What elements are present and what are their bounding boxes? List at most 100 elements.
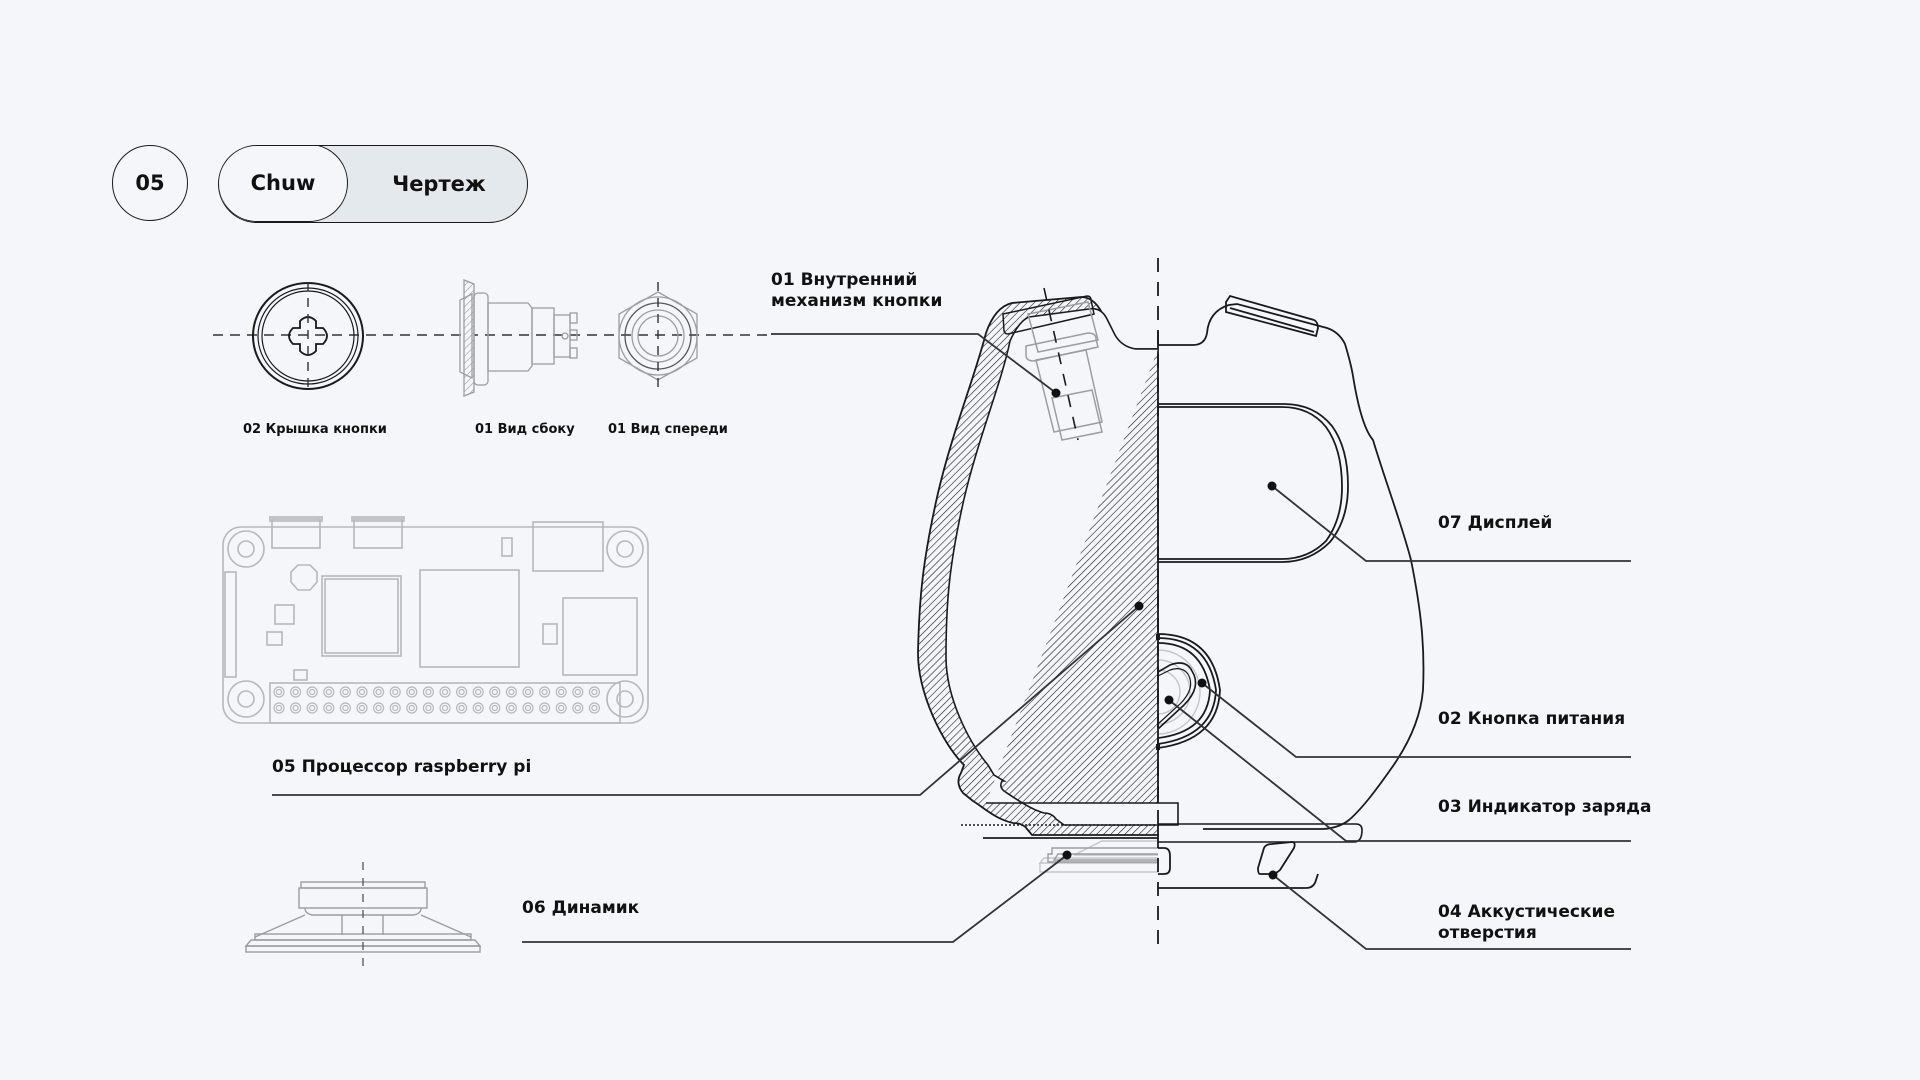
gpio-pin	[588, 686, 601, 698]
gpio-pin	[558, 704, 565, 712]
gpio-pin	[358, 704, 366, 712]
gpio-pin	[538, 686, 551, 698]
callout-acoustic-holes-line1: 04 Аккустические	[1438, 902, 1615, 922]
speaker-drawing	[244, 862, 482, 970]
gpio-pin	[392, 704, 399, 712]
step-number: 05	[135, 171, 165, 195]
gpio-pin	[389, 702, 401, 714]
gpio-pin	[358, 688, 366, 696]
gpio-pin	[425, 704, 432, 712]
raspberry-pi-board-drawing	[222, 516, 649, 724]
gpio-pin	[309, 704, 316, 712]
gpio-pin	[325, 688, 332, 696]
step-number-badge: 05	[112, 145, 188, 221]
gpio-pin	[375, 704, 382, 712]
device-section-left	[917, 287, 1201, 873]
view-toggle[interactable]: Chuw Чертеж	[218, 145, 528, 223]
leader-charge-indicator	[1168, 699, 1631, 842]
gpio-pin	[309, 688, 316, 696]
gpio-pin	[472, 686, 484, 698]
callout-processor: 05 Процессор raspberry pi	[272, 757, 532, 777]
gpio-pin	[572, 702, 584, 714]
gpio-pin	[439, 702, 451, 714]
leader-processor	[272, 605, 1140, 796]
gpio-pin	[389, 686, 401, 698]
gpio-pin	[323, 702, 335, 714]
gpio-pin	[275, 688, 283, 696]
gpio-pin	[555, 686, 567, 698]
callout-dot-power-button	[1197, 678, 1207, 688]
gpio-pin	[323, 686, 335, 698]
callout-dot-processor	[1134, 601, 1144, 611]
gpio-pin	[456, 702, 468, 714]
callout-display: 07 Дисплей	[1438, 513, 1553, 533]
gpio-pin	[541, 688, 548, 696]
gpio-pin	[273, 702, 285, 714]
gpio-pin	[290, 686, 302, 698]
gpio-pin	[591, 704, 598, 712]
gpio-pin	[524, 704, 532, 712]
gpio-pin	[441, 688, 449, 696]
callout-acoustic-holes: 04 Аккустические отверстия	[1438, 902, 1615, 944]
gpio-pin	[375, 688, 382, 696]
gpio-pin	[489, 686, 501, 698]
gpio-pin	[475, 704, 482, 712]
gpio-pin	[406, 702, 418, 714]
gpio-pin	[339, 686, 351, 698]
gpio-pin	[373, 686, 385, 698]
gpio-pin	[505, 702, 517, 714]
leader-display	[1271, 485, 1631, 562]
gpio-pin	[475, 688, 482, 696]
gpio-pin	[425, 688, 432, 696]
raspberry-pi-gpio-pins	[273, 686, 601, 714]
gpio-pin	[292, 688, 299, 696]
gpio-pin	[292, 704, 299, 712]
callout-acoustic-holes-line2: отверстия	[1438, 923, 1537, 943]
gpio-pin	[588, 702, 601, 714]
gpio-pin	[441, 704, 449, 712]
gpio-pin	[439, 686, 451, 698]
toggle-option-chuw[interactable]: Chuw	[219, 146, 348, 222]
label-front-view: 01 Вид спереди	[608, 422, 728, 437]
gpio-pin	[422, 686, 434, 698]
gpio-pin	[456, 686, 468, 698]
callout-dot-charge-indicator	[1164, 695, 1174, 705]
callout-button-mechanism: 01 Внутренний механизм кнопки	[771, 270, 942, 312]
toggle-option-drawing[interactable]: Чертеж	[349, 146, 527, 222]
gpio-pin	[489, 702, 501, 714]
gpio-pin	[508, 688, 515, 696]
gpio-pin	[524, 688, 532, 696]
callout-dot-speaker	[1062, 850, 1072, 860]
gpio-pin	[342, 704, 349, 712]
button-cap-drawing	[252, 282, 364, 390]
gpio-pin	[538, 702, 551, 714]
gpio-pin	[572, 686, 584, 698]
label-button-cap: 02 Крышка кнопки	[243, 422, 387, 437]
gpio-pin	[339, 702, 351, 714]
toggle-option-chuw-label: Chuw	[250, 171, 316, 196]
device-outline-right	[1156, 294, 1425, 889]
callout-speaker: 06 Динамик	[522, 898, 640, 918]
gpio-pin	[325, 704, 332, 712]
button-side-view-drawing	[459, 279, 578, 397]
gpio-pin	[273, 686, 285, 698]
gpio-pin	[356, 686, 368, 698]
gpio-pin	[491, 688, 498, 696]
gpio-pin	[558, 688, 565, 696]
gpio-pin	[541, 704, 548, 712]
leader-power-button	[1201, 682, 1631, 758]
callout-dot-acoustic-holes	[1268, 870, 1278, 880]
gpio-pin	[505, 686, 517, 698]
callout-power-button: 02 Кнопка питания	[1438, 709, 1626, 729]
gpio-pin	[408, 688, 415, 696]
callout-button-mechanism-line1: 01 Внутренний	[771, 270, 918, 290]
gpio-pin	[422, 702, 434, 714]
gpio-pin	[472, 702, 484, 714]
gpio-pin	[458, 688, 465, 696]
gpio-pin	[508, 704, 515, 712]
gpio-pin	[342, 688, 349, 696]
gpio-pin	[458, 704, 465, 712]
gpio-pin	[392, 688, 399, 696]
gpio-pin	[373, 702, 385, 714]
